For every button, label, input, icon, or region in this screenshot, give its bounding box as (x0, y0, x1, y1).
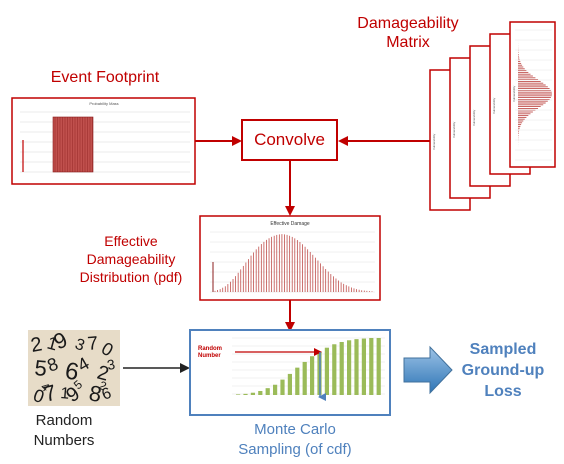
matrix-sheet-label: Vulnerability (512, 85, 516, 102)
sampled-loss-label: Sampled Ground-up Loss (461, 341, 545, 400)
event-footprint-label: Event Footprint (50, 69, 160, 86)
convolve-label: Convolve (254, 130, 325, 149)
random-digit: 1 (60, 385, 70, 403)
damageability-matrix-label: Damageability Matrix (357, 15, 459, 52)
cdf-bar (273, 384, 278, 395)
random-number-inner-label: Random Number (198, 346, 222, 360)
cdf-bar (339, 341, 344, 395)
output-arrow-icon (403, 345, 453, 395)
cdf-bar (236, 394, 241, 395)
cdf-bar (369, 338, 374, 395)
random-digit: 5 (34, 355, 48, 381)
monte-carlo-chart (189, 329, 391, 416)
convolve-box (241, 119, 338, 161)
random-digit: 2 (95, 362, 111, 386)
effective-damage-title: Effective Damage (270, 221, 310, 227)
cdf-bar (280, 379, 285, 395)
cdf-bar (243, 393, 248, 395)
matrix-sheet-label: Vulnerability (452, 121, 456, 138)
monte-carlo-label: Monte Carlo Sampling (of cdf) (238, 421, 352, 458)
cdf-bar (354, 339, 359, 395)
random-numbers-label: Random Numbers (33, 412, 95, 450)
cdf-bar (287, 373, 292, 395)
cdf-bar (324, 347, 329, 395)
random-digit: 8 (87, 380, 103, 407)
matrix-gridlines (515, 29, 552, 161)
cdf-bar (250, 392, 255, 395)
random-digit: 7 (87, 333, 99, 355)
cdf-bar (376, 338, 381, 395)
cdf-bar (265, 388, 270, 395)
cdf-bar (361, 338, 366, 395)
matrix-sheet-label: Vulnerability (432, 133, 436, 150)
random-digit: 3 (106, 356, 117, 373)
matrix-stack: VulnerabilityVulnerabilityVulnerabilityV… (429, 21, 556, 211)
random-digit: 6 (63, 357, 81, 386)
footprint-bar (52, 116, 94, 173)
random-digit: 2 (29, 333, 44, 357)
cdf-bar (295, 367, 300, 395)
matrix-distribution: VulnerabilityVulnerabilityVulnerabilityV… (432, 39, 552, 150)
cdf-bar (332, 344, 337, 395)
matrix-sheet-label: Vulnerability (472, 109, 476, 126)
footprint-chart-title: Probability Mass (89, 101, 118, 106)
random-digit: 1 (45, 333, 60, 355)
matrix-sheet-label: Vulnerability (492, 97, 496, 114)
event-footprint-chart (11, 97, 196, 185)
effective-damage-chart (199, 215, 381, 301)
effective-distribution-label: Effective Damageability Distribution (pd… (79, 233, 183, 286)
cdf-bar (310, 356, 315, 395)
cdf-bar (302, 361, 307, 395)
cdf-bar (347, 340, 352, 395)
cdf-bar (258, 391, 263, 395)
matrix-sheet-5 (509, 21, 556, 168)
